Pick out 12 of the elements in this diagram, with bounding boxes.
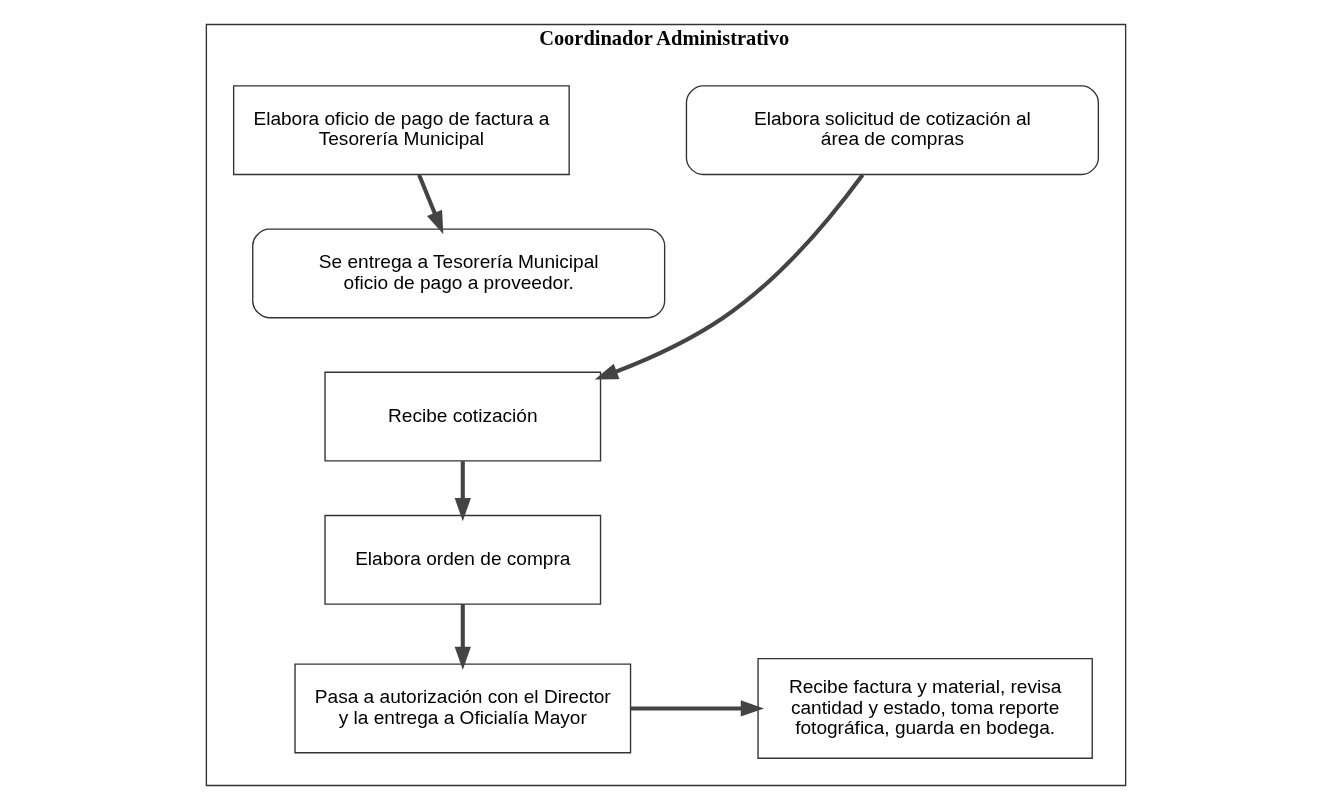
node-box: Recibe factura y material, revisa cantidad y estado, toma reporte fotográfica, guarda en bodega. bbox=[756, 658, 1093, 759]
arrow bbox=[630, 700, 764, 717]
node-box: Elabora oficio de pago de factura a Tesorería Municipal bbox=[232, 85, 570, 176]
node-box: Se entrega a Tesorería Municipal oficio de pago a proveedor. bbox=[251, 228, 665, 319]
arrow bbox=[454, 461, 471, 522]
node-box: Pasa a autorización con el Director y la entrega a Oficialía Mayor bbox=[293, 663, 631, 754]
arrow bbox=[594, 173, 864, 380]
node-box: Recibe cotización bbox=[323, 371, 601, 462]
arrow bbox=[416, 174, 443, 235]
arrow bbox=[454, 604, 471, 671]
node-box: Elabora orden de compra bbox=[323, 514, 601, 605]
node-box: Elabora solicitud de cotización al área de compras bbox=[685, 85, 1099, 176]
